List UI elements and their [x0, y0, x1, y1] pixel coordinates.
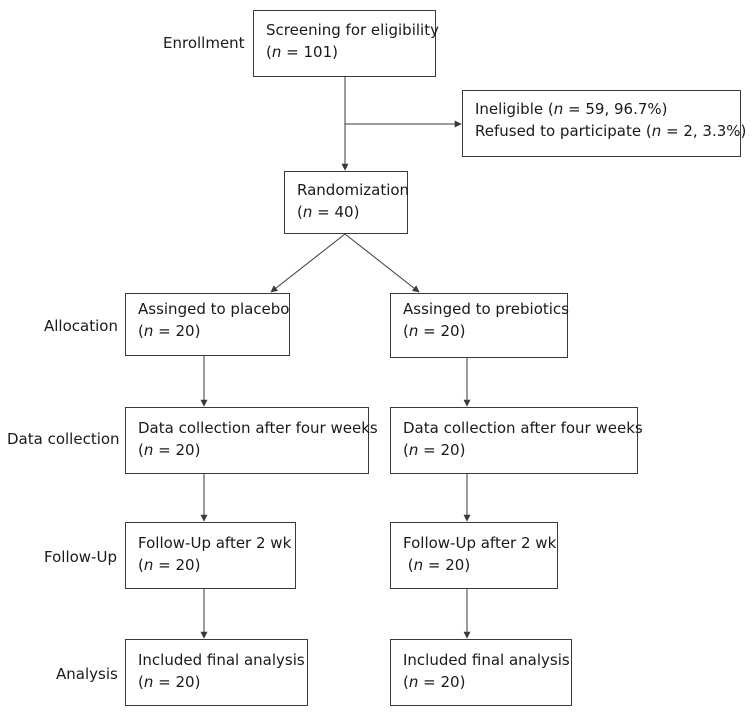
excluded-box: Ineligible (n = 59, 96.7%) Refused to pa…	[462, 90, 747, 157]
prebiotics-allocation-title: Assinged to prebiotics	[403, 300, 569, 318]
ineligible-count: Ineligible (n = 59, 96.7%)	[475, 100, 668, 118]
placebo-analysis-count: (n = 20)	[138, 673, 201, 691]
screening-count: (n = 101)	[266, 43, 338, 61]
placebo-allocation-count: (n = 20)	[138, 322, 201, 340]
placebo-data-collection-count: (n = 20)	[138, 441, 201, 459]
placebo-data-collection-title: Data collection after four weeks	[138, 419, 378, 437]
stage-allocation: Allocation	[44, 317, 118, 335]
stage-enrollment: Enrollment	[163, 34, 245, 52]
placebo-allocation-box: Assinged to placebo (n = 20)	[125, 293, 290, 356]
prebiotics-allocation-count: (n = 20)	[403, 322, 466, 340]
placebo-allocation-title: Assinged to placebo	[138, 300, 290, 318]
screening-title: Screening for eligibility	[266, 21, 439, 39]
placebo-follow-up-title: Follow-Up after 2 wk	[138, 534, 292, 552]
randomization-count: (n = 40)	[297, 203, 360, 221]
prebiotics-follow-up-title: Follow-Up after 2 wk	[403, 534, 557, 552]
prebiotics-data-collection-count: (n = 20)	[403, 441, 466, 459]
prebiotics-analysis-title: Included final analysis	[403, 651, 570, 669]
prebiotics-data-collection-box: Data collection after four weeks (n = 20…	[390, 407, 643, 474]
prebiotics-analysis-count: (n = 20)	[403, 673, 466, 691]
refused-count: Refused to participate (n = 2, 3.3%)	[475, 122, 747, 140]
arrow-randomization-to-prebiotics	[344, 233, 420, 293]
placebo-analysis-title: Included final analysis	[138, 651, 305, 669]
stage-data-collection: Data collection	[7, 430, 120, 448]
prebiotics-analysis-box: Included final analysis (n = 20)	[390, 639, 572, 706]
stage-analysis: Analysis	[56, 665, 118, 683]
stage-follow-up: Follow-Up	[44, 548, 117, 566]
placebo-follow-up-box: Follow-Up after 2 wk (n = 20)	[125, 522, 296, 589]
placebo-follow-up-count: (n = 20)	[138, 556, 201, 574]
arrow-randomization-to-placebo	[270, 233, 346, 293]
randomization-title: Randomization	[297, 181, 410, 199]
prebiotics-follow-up-box: Follow-Up after 2 wk (n = 20)	[390, 522, 558, 589]
prebiotics-follow-up-count: (n = 20)	[403, 556, 471, 574]
prebiotics-data-collection-title: Data collection after four weeks	[403, 419, 643, 437]
placebo-analysis-box: Included final analysis (n = 20)	[125, 639, 308, 706]
prebiotics-allocation-box: Assinged to prebiotics (n = 20)	[390, 293, 569, 358]
screening-box: Screening for eligibility (n = 101)	[253, 10, 439, 77]
randomization-box: Randomization (n = 40)	[284, 171, 410, 234]
placebo-data-collection-box: Data collection after four weeks (n = 20…	[125, 407, 378, 474]
